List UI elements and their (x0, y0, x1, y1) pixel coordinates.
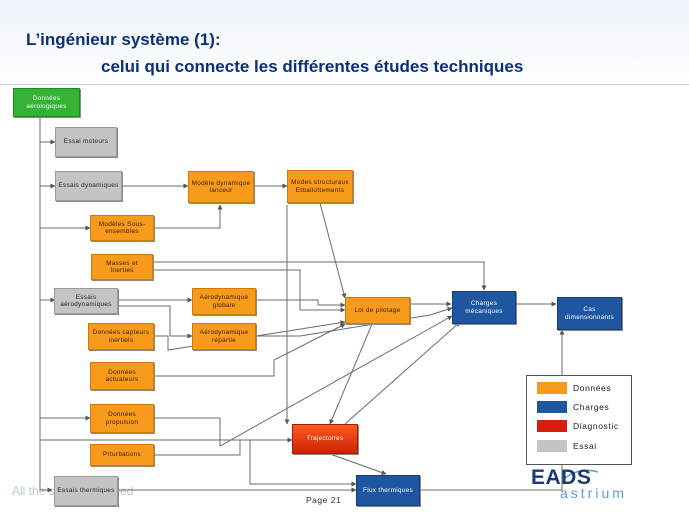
node-aerodynamique-repartie: Aérodynamique répartie (192, 323, 256, 350)
header-background (0, 0, 689, 90)
legend-swatch (537, 420, 567, 432)
legend-item: Charges (537, 400, 609, 414)
legend-item: Essai (537, 439, 597, 453)
legend-label: Données (573, 383, 612, 393)
slide-subtitle: celui qui connecte les différentes étude… (101, 57, 524, 76)
node-donnees-actuateurs: Données actuateurs (90, 362, 154, 390)
legend-swatch (537, 382, 567, 394)
astrium-logo: astrium (560, 485, 627, 501)
legend-box: Données Charges Diagnostic Essai (526, 375, 632, 465)
node-donnees-capteurs-inertiels: Données capteurs inertiels (88, 323, 154, 350)
legend-label: Essai (573, 441, 597, 451)
node-cas-dimensionnants: Cas dimensionnants (557, 297, 622, 330)
node-trajectoires: Trajectoires (292, 424, 358, 454)
legend-label: Diagnostic (573, 421, 619, 431)
legend-swatch (537, 440, 567, 452)
node-perturbations: Prturbations (90, 444, 154, 466)
node-modele-dynamique-lanceur: Modèle dynamique lanceur (188, 171, 254, 203)
node-charges-mecaniques: Charges mécaniques (452, 291, 516, 324)
node-essais-aerodynamiques: Essais aérodynamiques (54, 288, 118, 314)
node-essais-thermiques: Essais thermiques (54, 476, 118, 506)
legend-swatch (537, 401, 567, 413)
node-essai-moteurs: Essai moteurs (55, 127, 117, 157)
eads-logo: EADS (531, 466, 592, 489)
legend-label: Charges (573, 402, 610, 412)
page-number: Page 21 (306, 495, 342, 505)
node-aerodynamique-globale: Aérodynamique globale (192, 288, 256, 315)
node-flux-thermiques: Flux thermiques (356, 475, 420, 506)
node-loi-de-pilotage: Loi de pilotage (345, 297, 410, 324)
node-modes-structuraux: Modes structuraux Etballottements (287, 170, 353, 203)
node-modeles-sous-ensembles: Modèles Sous-ensembles (90, 215, 154, 241)
node-masses-inerties: Masses et Inerties (91, 254, 153, 280)
node-essais-dynamiques: Essais dynamiques (55, 171, 122, 201)
slide-title: L’ingénieur système (1): (26, 30, 221, 49)
node-donnees-propulsion: Données propulsion (90, 404, 154, 433)
astrium-swoosh-icon (561, 469, 599, 481)
header-divider (0, 84, 689, 85)
legend-item: Diagnostic (537, 419, 619, 433)
node-donnees-aerologiques: Données aérologiques (13, 88, 80, 117)
legend-item: Données (537, 381, 611, 395)
